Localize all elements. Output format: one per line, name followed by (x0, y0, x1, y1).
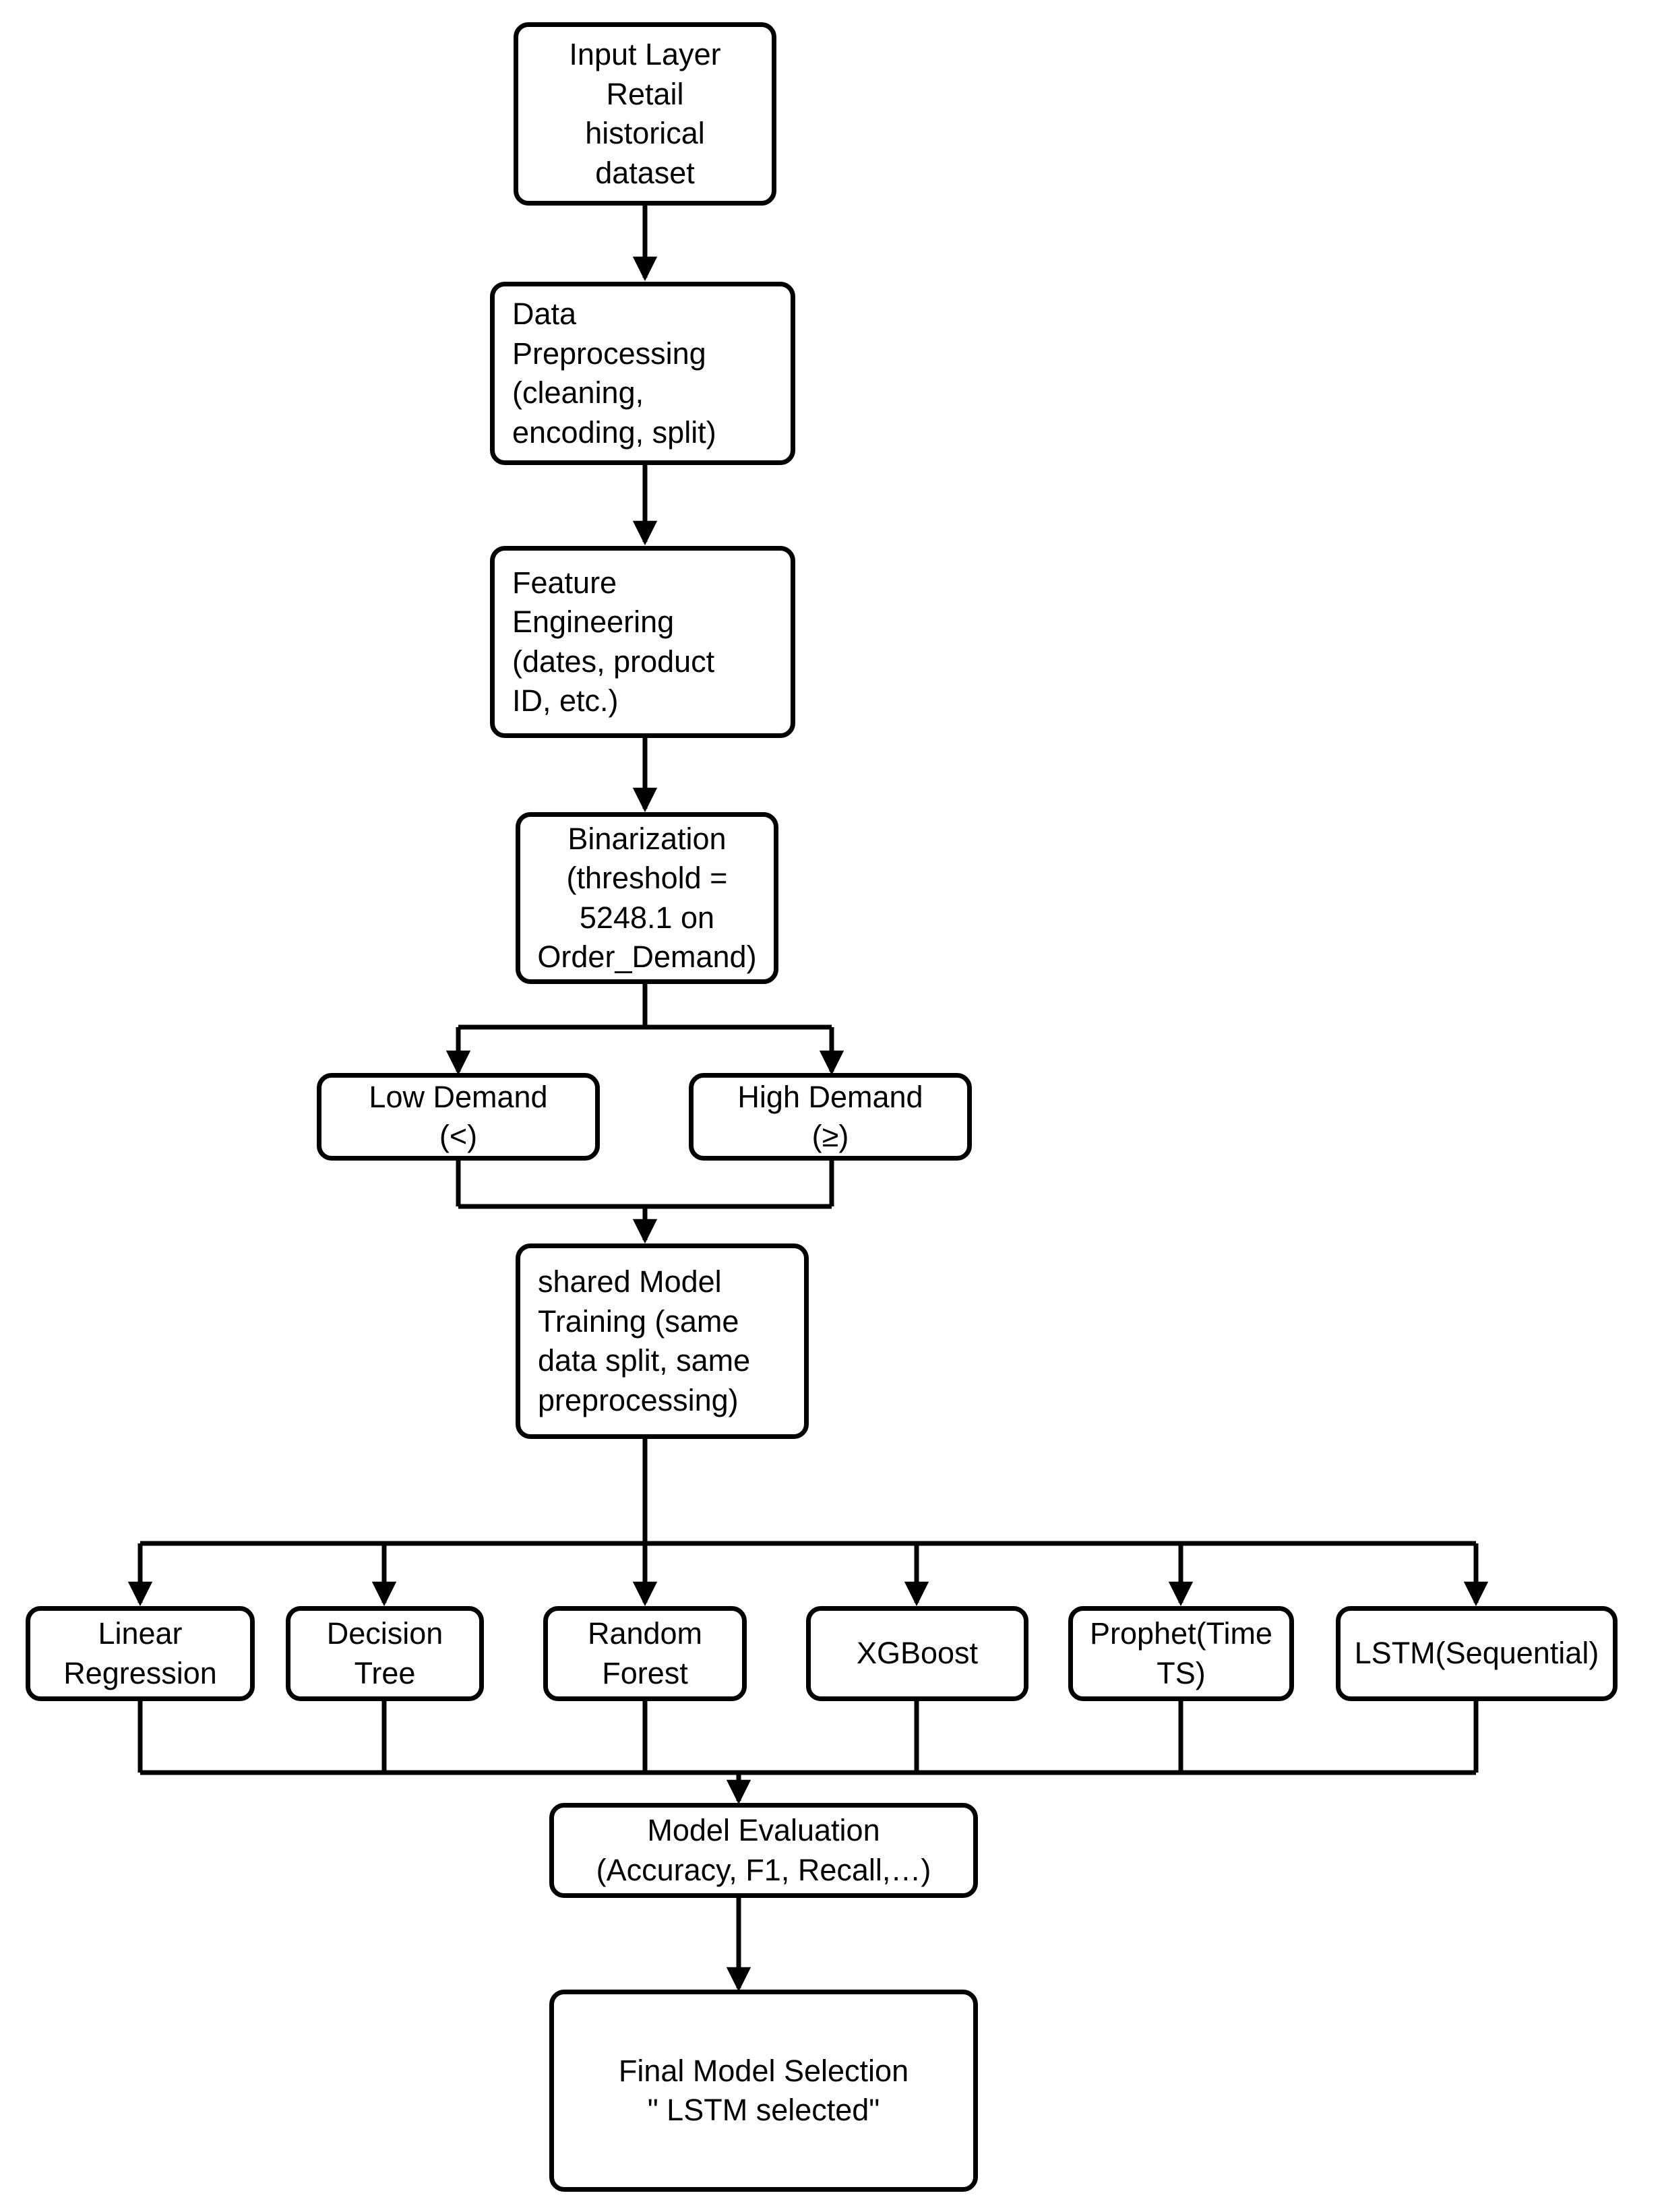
edge-group (127, 206, 1489, 1992)
node-high-demand[interactable]: High Demand (≥) (689, 1073, 972, 1161)
node-low-demand-label: Low Demand (<) (369, 1079, 548, 1154)
node-high-demand-label: High Demand (≥) (737, 1079, 923, 1154)
node-xgboost-label: XGBoost (856, 1636, 979, 1671)
node-final-model-selection[interactable]: Final Model Selection " LSTM selected" (549, 1990, 978, 2192)
node-shared-model-training[interactable]: shared Model Training (same data split, … (516, 1243, 809, 1439)
node-xgboost[interactable]: XGBoost (806, 1606, 1028, 1701)
node-data-preprocessing[interactable]: Data Preprocessing (cleaning, encoding, … (490, 282, 795, 465)
node-lstm[interactable]: LSTM(Sequential) (1336, 1606, 1618, 1701)
node-low-demand[interactable]: Low Demand (<) (317, 1073, 600, 1161)
node-shared-model-training-label: shared Model Training (same data split, … (538, 1264, 751, 1417)
node-input-layer-label: Input Layer Retail historical dataset (569, 37, 721, 190)
node-prophet-label: Prophet(Time TS) (1090, 1616, 1272, 1690)
node-decision-tree[interactable]: Decision Tree (286, 1606, 484, 1701)
node-linear-regression-label: Linear Regression (63, 1616, 217, 1690)
node-feature-engineering[interactable]: Feature Engineering (dates, product ID, … (490, 546, 795, 738)
node-data-preprocessing-label: Data Preprocessing (cleaning, encoding, … (512, 297, 716, 450)
node-final-model-selection-label: Final Model Selection " LSTM selected" (618, 2053, 909, 2128)
node-random-forest-label: Random Forest (587, 1616, 703, 1690)
node-model-evaluation[interactable]: Model Evaluation (Accuracy, F1, Recall,…… (549, 1803, 978, 1898)
node-decision-tree-label: Decision Tree (326, 1616, 443, 1690)
node-input-layer[interactable]: Input Layer Retail historical dataset (514, 22, 776, 206)
node-linear-regression[interactable]: Linear Regression (26, 1606, 255, 1701)
node-prophet[interactable]: Prophet(Time TS) (1068, 1606, 1294, 1701)
node-binarization-label: Binarization (threshold = 5248.1 on Orde… (537, 821, 757, 975)
node-binarization[interactable]: Binarization (threshold = 5248.1 on Orde… (516, 812, 778, 984)
node-lstm-label: LSTM(Sequential) (1354, 1636, 1599, 1671)
node-model-evaluation-label: Model Evaluation (Accuracy, F1, Recall,…… (596, 1813, 931, 1887)
node-feature-engineering-label: Feature Engineering (dates, product ID, … (512, 565, 715, 718)
node-random-forest[interactable]: Random Forest (543, 1606, 747, 1701)
